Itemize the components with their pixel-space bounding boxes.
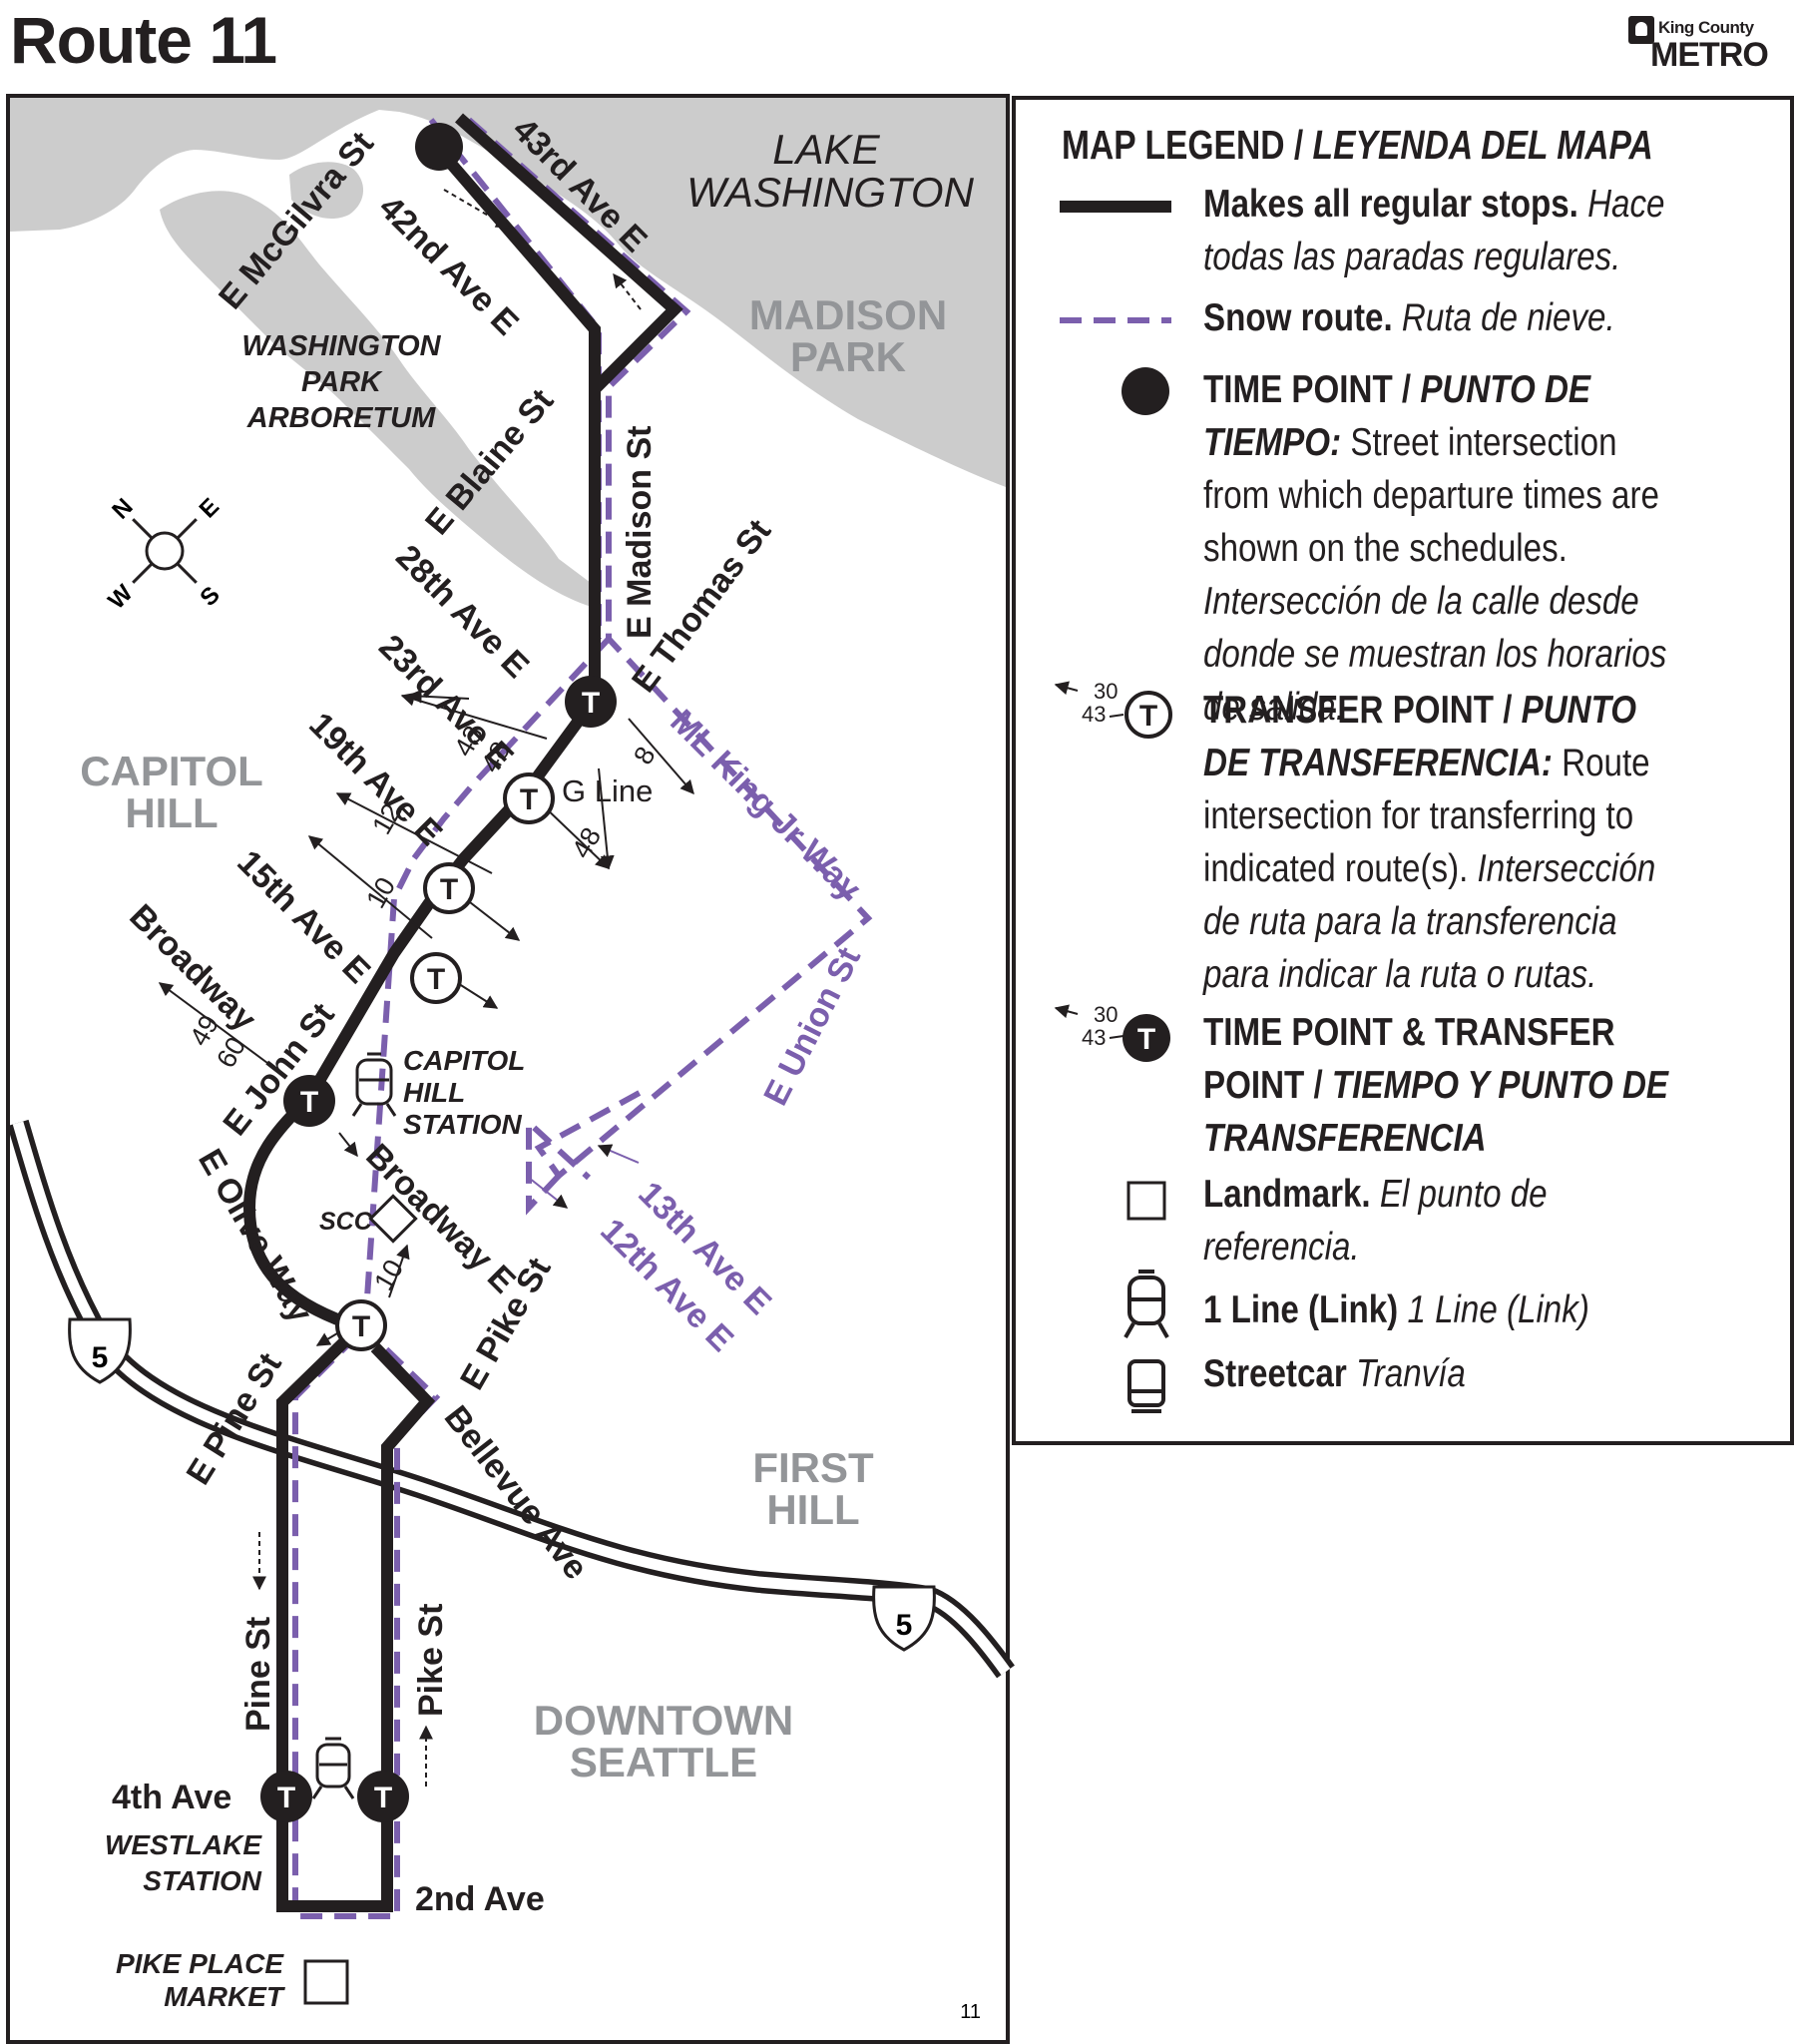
svg-text:43: 43 bbox=[1082, 702, 1106, 727]
brand-line1: King County bbox=[1658, 18, 1754, 37]
legend-time-transfer: TIME POINT & TRANSFER POINT / TIEMPO Y P… bbox=[1203, 1011, 1669, 1160]
brand-line2: METRO bbox=[1650, 36, 1769, 74]
svg-text:T: T bbox=[1137, 1023, 1155, 1056]
scc-landmark bbox=[368, 1194, 418, 1244]
svg-text:T: T bbox=[440, 873, 458, 906]
svg-text:T: T bbox=[352, 1310, 370, 1343]
transfer-19th: T bbox=[423, 862, 475, 914]
time-transfer-4th-pine: T bbox=[260, 1771, 312, 1822]
arboretum-label-1: WASHINGTON bbox=[241, 330, 441, 362]
svg-text:5: 5 bbox=[92, 1341, 109, 1374]
arboretum-water bbox=[160, 191, 599, 610]
street-2nd: 2nd Ave bbox=[415, 1880, 545, 1918]
street-4th: 4th Ave bbox=[112, 1779, 231, 1816]
lake-label-1: LAKE bbox=[772, 126, 880, 173]
madison-park-label-2: PARK bbox=[790, 333, 906, 380]
svg-text:30: 30 bbox=[1094, 679, 1118, 704]
capitol-hill-station-2: HILL bbox=[403, 1077, 465, 1108]
legend-heading: MAP LEGEND / LEYENDA DEL MAPA bbox=[1062, 122, 1653, 168]
legend-transfer: TRANSFER POINT / PUNTO DE TRANSFERENCIA:… bbox=[1203, 689, 1656, 996]
first-hill-label-2: HILL bbox=[766, 1486, 859, 1533]
legend-link-icon bbox=[1123, 1270, 1169, 1338]
i5-shield-south: 5 bbox=[872, 1585, 936, 1652]
pike-place-1: PIKE PLACE bbox=[116, 1948, 284, 1979]
legend-time-point-icon bbox=[1122, 367, 1169, 415]
link-rail-icon-westlake bbox=[311, 1737, 355, 1799]
pike-place-landmark bbox=[303, 1959, 349, 2005]
legend-regular: Makes all regular stops. Hace todas las … bbox=[1203, 183, 1665, 278]
svg-text:T: T bbox=[520, 783, 538, 816]
svg-text:T: T bbox=[374, 1782, 392, 1814]
downtown-label-1: DOWNTOWN bbox=[534, 1697, 794, 1744]
map-frame bbox=[6, 94, 1010, 2044]
link-rail-icon-capitol-hill bbox=[351, 1052, 397, 1117]
map-legend: MAP LEGEND / LEYENDA DEL MAPA Makes all … bbox=[1014, 98, 1792, 1443]
svg-text:5: 5 bbox=[896, 1609, 913, 1642]
route-title: Route 11 bbox=[10, 3, 277, 77]
transfer-15th: T bbox=[410, 952, 462, 1004]
legend-landmark: Landmark. El punto de referencia. bbox=[1203, 1173, 1548, 1269]
svg-text:T: T bbox=[427, 963, 445, 996]
transfer-23rd: T bbox=[503, 772, 555, 824]
madison-park-label-1: MADISON bbox=[749, 291, 947, 338]
legend-snow: Snow route. Ruta de nieve. bbox=[1203, 296, 1615, 339]
svg-text:43: 43 bbox=[1082, 1025, 1106, 1050]
scc-label: SCC bbox=[319, 1208, 373, 1236]
legend-landmark-icon bbox=[1126, 1181, 1166, 1221]
lake-washington-water bbox=[10, 98, 1006, 487]
svg-text:T: T bbox=[277, 1782, 295, 1814]
downtown-label-2: SEATTLE bbox=[570, 1739, 757, 1786]
crown-icon bbox=[1628, 16, 1654, 44]
svg-text:T: T bbox=[300, 1086, 318, 1119]
legend-streetcar: Streetcar Tranvía bbox=[1203, 1352, 1466, 1395]
legend-link: 1 Line (Link) 1 Line (Link) bbox=[1203, 1288, 1589, 1331]
capitol-hill-label-1: CAPITOL bbox=[80, 748, 263, 794]
legend-transfer-icon: T bbox=[1124, 691, 1172, 739]
svg-text:30: 30 bbox=[1094, 1002, 1118, 1027]
westlake-station-2: STATION bbox=[143, 1865, 262, 1896]
time-transfer-28th-madison: T bbox=[565, 676, 617, 728]
legend-time-transfer-icon: T bbox=[1122, 1014, 1170, 1062]
capitol-hill-station-1: CAPITOL bbox=[403, 1045, 525, 1076]
westlake-station-1: WESTLAKE bbox=[105, 1829, 262, 1860]
page-number: 11 bbox=[960, 2001, 981, 2023]
svg-text:T: T bbox=[582, 687, 600, 720]
street-pike: Pike St bbox=[412, 1604, 450, 1717]
pike-place-2: MARKET bbox=[164, 1981, 286, 2012]
king-county-metro-logo: King County METRO bbox=[1620, 14, 1790, 74]
legend-streetcar-icon bbox=[1127, 1359, 1165, 1413]
first-hill-label-1: FIRST bbox=[752, 1444, 874, 1491]
svg-text:T: T bbox=[1139, 700, 1157, 733]
street-pine: Pine St bbox=[239, 1617, 277, 1732]
i5-shield-north: 5 bbox=[68, 1317, 132, 1384]
capitol-hill-station-3: STATION bbox=[403, 1109, 523, 1140]
arboretum-label-3: ARBORETUM bbox=[246, 402, 436, 434]
capitol-hill-label-2: HILL bbox=[125, 789, 218, 836]
arboretum-label-2: PARK bbox=[301, 366, 383, 398]
time-transfer-4th-pike: T bbox=[357, 1771, 409, 1822]
street-madison: E Madison St bbox=[621, 426, 659, 639]
svg-text:G Line: G Line bbox=[562, 773, 653, 808]
transfer-broadway-pine: T bbox=[335, 1299, 387, 1351]
time-transfer-broadway-john: T bbox=[283, 1075, 335, 1127]
time-point-mcgilvra bbox=[415, 123, 463, 171]
legend-time-point: TIME POINT / PUNTO DE TIEMPO: Street int… bbox=[1203, 368, 1667, 729]
lake-label-2: WASHINGTON bbox=[686, 169, 974, 216]
